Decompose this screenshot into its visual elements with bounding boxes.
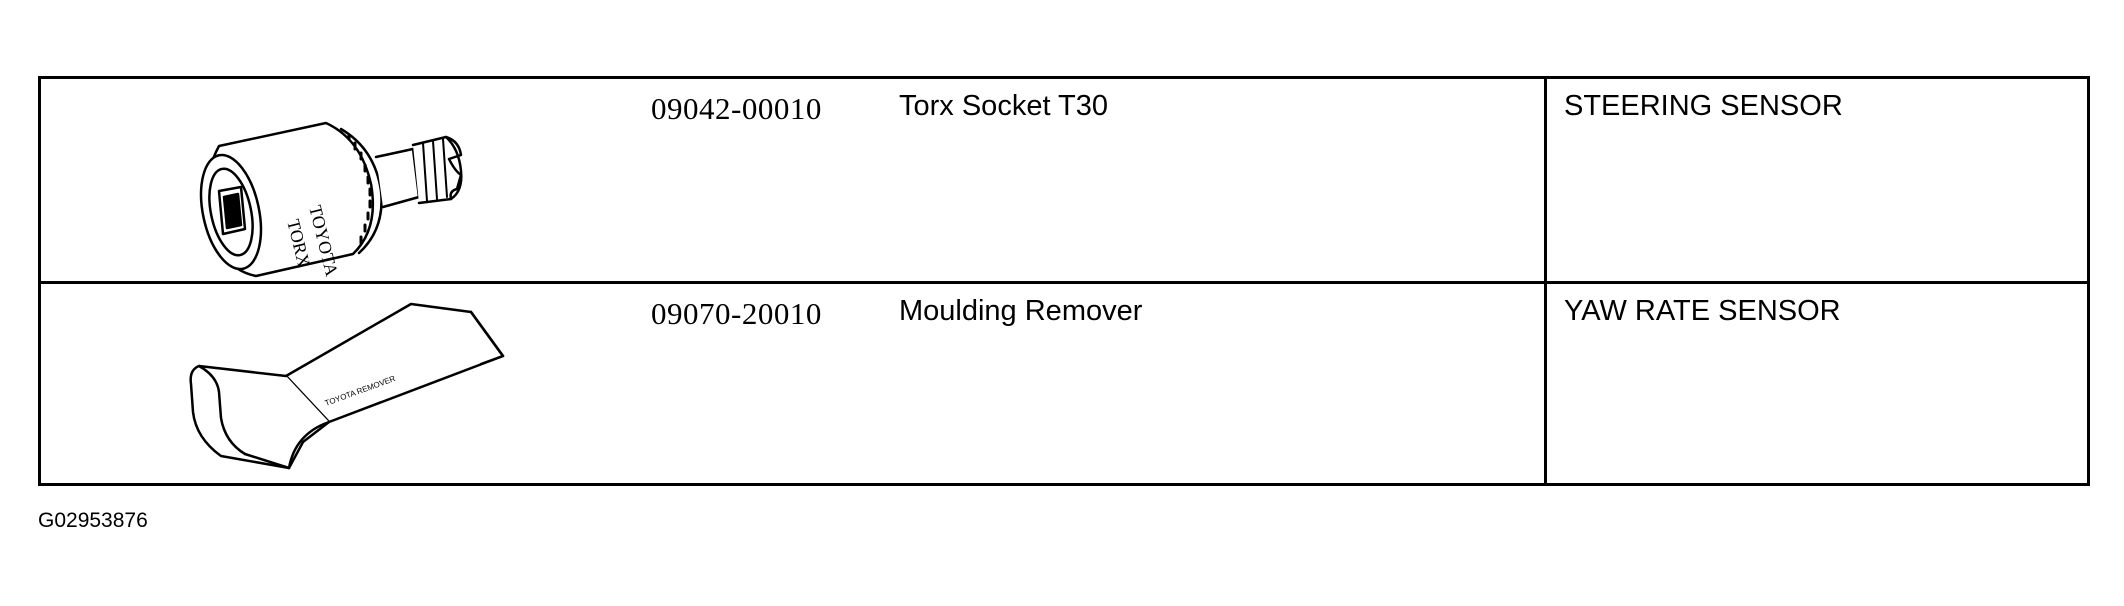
application-label: STEERING SENSOR [1564, 90, 1843, 122]
table-row-moulding-remover: TOYOTA REMOVER 09070-20010 Moulding Remo… [41, 284, 2087, 486]
figure-id: G02953876 [38, 509, 148, 532]
table-row-torx-socket: TOYOTA TORX 09042-00010 Torx Socket T30 … [41, 79, 2087, 284]
part-name: Moulding Remover [899, 295, 1143, 327]
part-number: 09070-20010 [651, 296, 822, 331]
part-name: Torx Socket T30 [899, 90, 1109, 122]
part-number: 09042-00010 [651, 91, 822, 126]
torx-socket-illustration: TOYOTA TORX [41, 79, 601, 281]
moulding-remover-illustration: TOYOTA REMOVER [41, 284, 601, 486]
application-label: YAW RATE SENSOR [1564, 295, 1841, 327]
special-tools-table: TOYOTA TORX 09042-00010 Torx Socket T30 … [38, 76, 2090, 486]
